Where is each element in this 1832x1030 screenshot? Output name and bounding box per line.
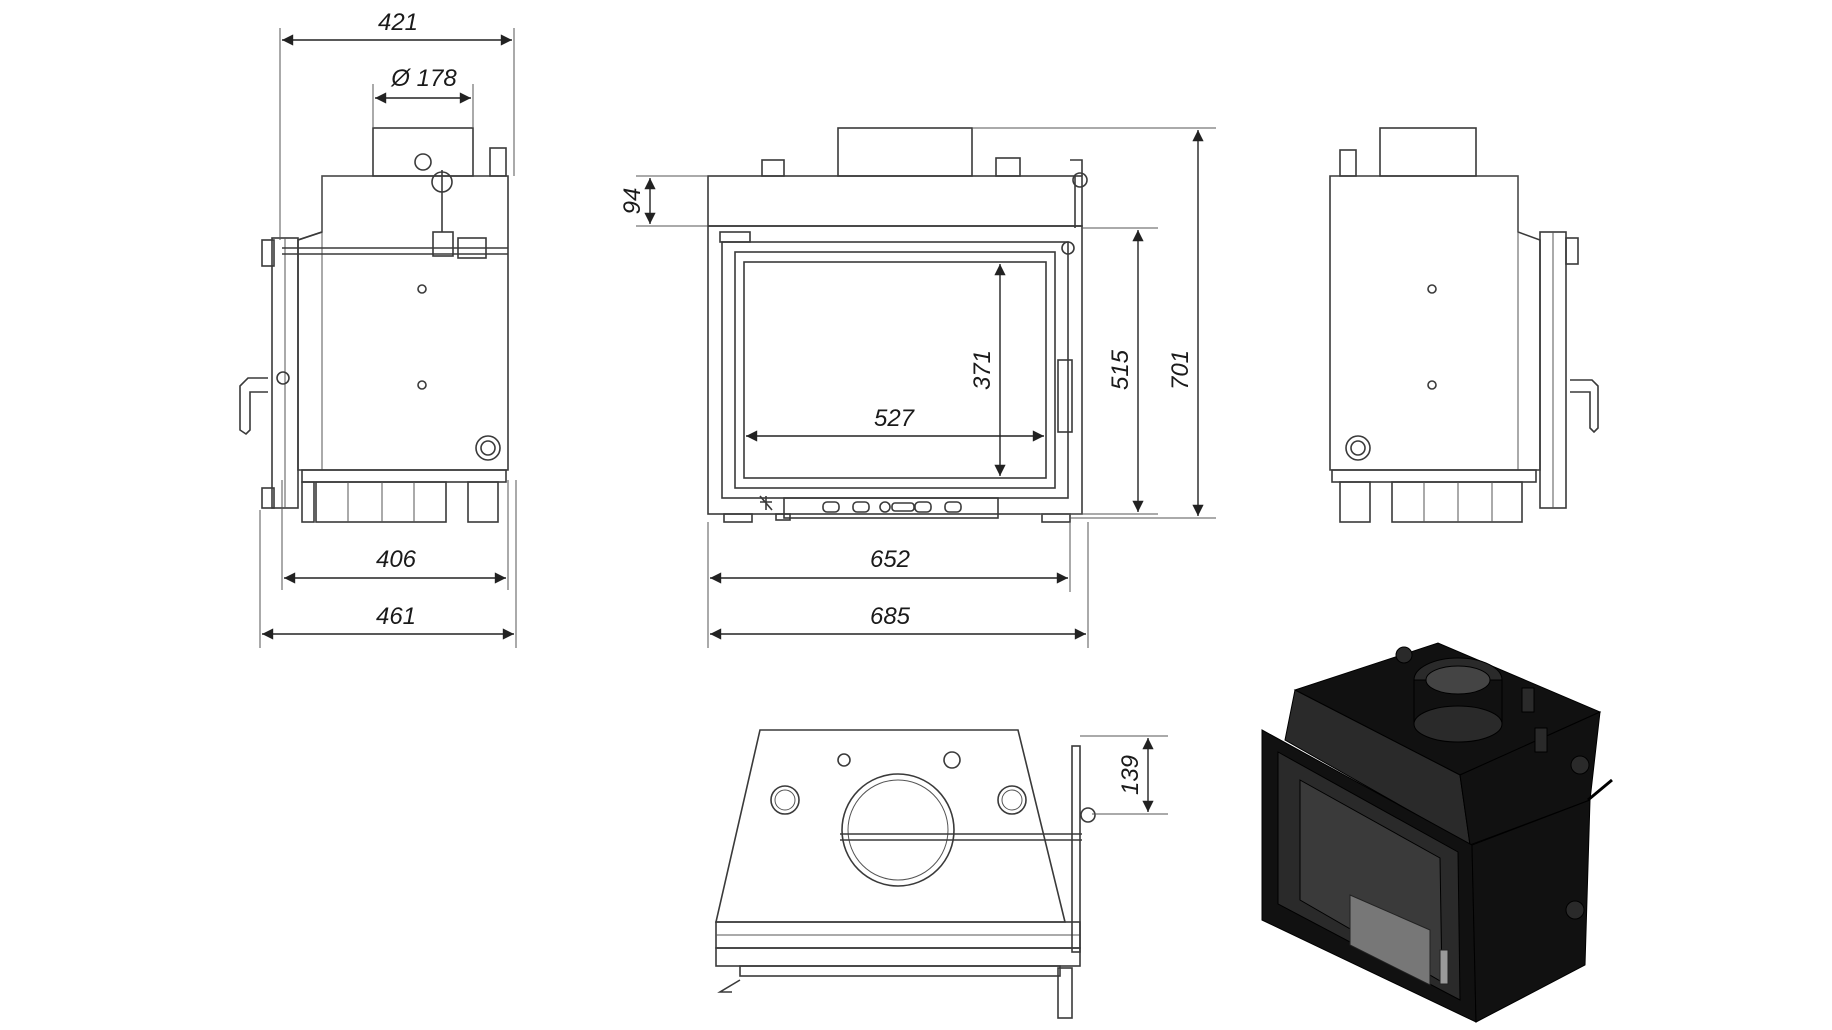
dim-701-label: 701 bbox=[1167, 350, 1194, 390]
dim-652-label: 652 bbox=[870, 546, 910, 573]
dimension-labels: 421 Ø 178 406 461 94 527 371 515 701 652… bbox=[376, 9, 1194, 795]
dim-461-label: 461 bbox=[376, 603, 416, 630]
dim-527-label: 527 bbox=[874, 405, 916, 432]
dim-515-label: 515 bbox=[1107, 349, 1134, 390]
top-view bbox=[714, 729, 1096, 1019]
dim-371-label: 371 bbox=[969, 350, 996, 390]
dimension-lines bbox=[259, 28, 1216, 815]
dim-685-label: 685 bbox=[870, 603, 911, 630]
dim-139-label: 139 bbox=[1117, 755, 1144, 795]
front-view bbox=[707, 127, 1088, 523]
dim-406-label: 406 bbox=[376, 546, 417, 573]
left-side-view bbox=[239, 127, 509, 523]
dim-94-label: 94 bbox=[619, 188, 646, 215]
right-side-view bbox=[1329, 127, 1599, 523]
isometric-render bbox=[1261, 642, 1613, 1023]
dim-421-label: 421 bbox=[378, 9, 418, 36]
dim-flue-diameter-label: Ø 178 bbox=[390, 65, 457, 92]
